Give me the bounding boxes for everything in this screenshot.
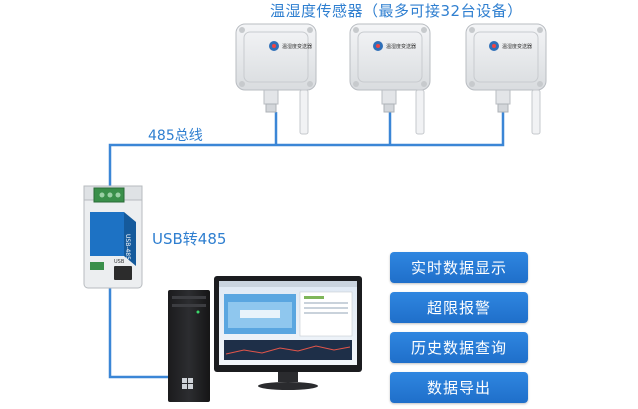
over-limit-alarm-button[interactable]: 超限报警	[390, 292, 528, 323]
history-query-button[interactable]: 历史数据查询	[390, 332, 528, 363]
sensor-badge-text: 温湿度变送器	[282, 43, 312, 50]
windows-logo-icon	[182, 378, 193, 389]
usb-485-converter: USB-485 USB	[83, 185, 143, 289]
usb-cable-wire	[108, 288, 168, 379]
bus-wiring	[108, 112, 505, 379]
bus-label: 485总线	[148, 128, 203, 144]
data-export-button[interactable]: 数据导出	[390, 372, 528, 403]
sensor-device-3: 温湿度变送器	[465, 23, 547, 135]
monitor	[214, 276, 362, 390]
svg-text:USB-485: USB-485	[124, 234, 131, 260]
converter-usb-port-label: USB	[114, 259, 125, 265]
sensor-badge-text: 温湿度变送器	[386, 43, 416, 50]
sensor-badge-text: 温湿度变送器	[502, 43, 532, 50]
bus-trunk-wire	[108, 112, 505, 186]
sensor-device-2: 温湿度变送器	[349, 23, 431, 135]
realtime-display-button[interactable]: 实时数据显示	[390, 252, 528, 283]
pc-tower	[168, 290, 210, 402]
sensor-device-1: 温湿度变送器	[235, 23, 317, 135]
converter-label: USB转485	[152, 230, 227, 248]
sensor-group-title: 温湿度传感器（最多可接32台设备）	[270, 2, 523, 20]
